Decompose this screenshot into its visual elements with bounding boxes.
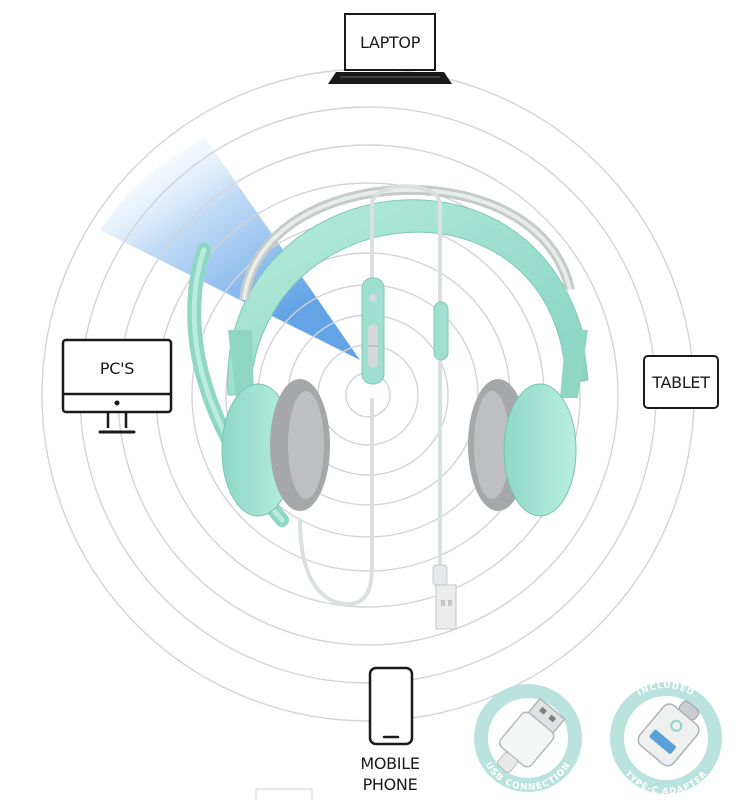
tablet-device: TABLET [643, 355, 719, 409]
pc-label: PC'S [100, 359, 134, 378]
mobile-phone-icon [368, 666, 414, 746]
type-c-adapter-badge: INCLUDED TYPE-C ADAPTER [610, 681, 722, 797]
mobile-device: MOBILE PHONE [360, 666, 420, 794]
usb-connection-badge: USB CONNECTION [474, 684, 582, 793]
pc-device: PC'S [61, 338, 173, 434]
headset-icon [187, 184, 589, 630]
laptop-icon [328, 13, 452, 84]
tablet-icon [643, 355, 719, 409]
laptop-label: LAPTOP [360, 33, 421, 52]
type-c-adapter-icon [637, 700, 700, 767]
partial-box-outline [255, 788, 313, 800]
tablet-label: TABLET [651, 373, 710, 392]
signal-beam [100, 138, 360, 360]
desktop-monitor-icon [61, 338, 173, 434]
usb-plug-icon [496, 697, 566, 774]
mobile-label-line1: MOBILE [360, 754, 420, 773]
mobile-label-line2: PHONE [363, 775, 418, 794]
laptop-device: LAPTOP [328, 13, 452, 84]
